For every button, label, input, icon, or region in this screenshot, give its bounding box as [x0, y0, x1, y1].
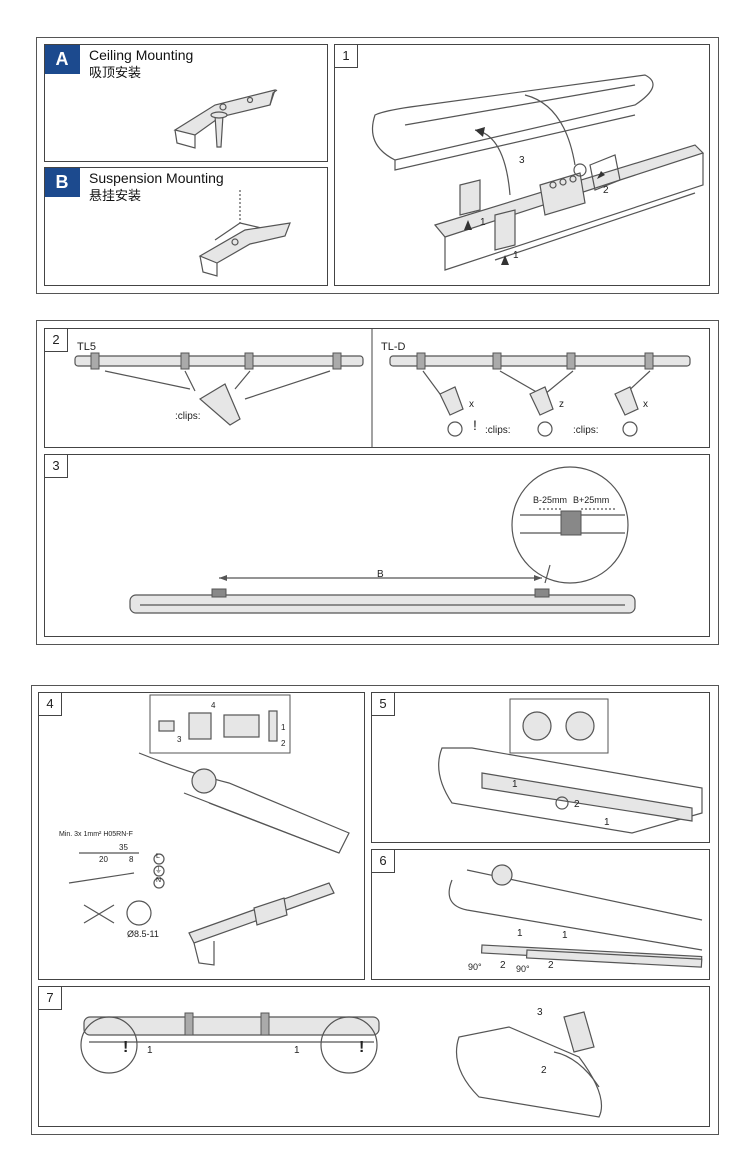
panel-7-illustration — [80, 1011, 603, 1118]
panel-5-number: 5 — [372, 693, 395, 716]
panel-b-title: Suspension Mounting 悬挂安装 — [89, 170, 224, 204]
panel-5-gear-tray: 5 1 1 2 — [371, 692, 710, 843]
panel-4-number: 4 — [39, 693, 62, 716]
panel-6-step-1b: 1 — [562, 930, 568, 941]
label-tl-d: TL-D — [381, 341, 406, 353]
panel-b-title-en: Suspension Mounting — [89, 170, 224, 186]
panel-1-step-3: 3 — [519, 155, 525, 166]
panel-6-angle-2: 90° — [516, 964, 530, 974]
panel-3-illustration — [129, 466, 636, 614]
panel-7-warning-2: ! — [359, 1039, 365, 1056]
panel-6-angle-1: 90° — [468, 962, 482, 972]
panel-5-step-1a: 1 — [512, 779, 518, 790]
panel-2-clips: 2 TL5 TL-D :clips: :clips: :clips: x z x… — [44, 328, 710, 448]
panel-2-number: 2 — [45, 329, 68, 352]
label-clips-tl5: :clips: — [175, 411, 201, 422]
panel-7-close-cover: 7 1 1 2 3 ! ! — [38, 986, 710, 1127]
panel-b-title-zh: 悬挂安装 — [89, 188, 142, 203]
warning-mark: ! — [473, 417, 477, 433]
label-axis-z: z — [559, 399, 564, 410]
suspension-bracket-illustration — [198, 190, 291, 277]
label-axis-x-2: x — [643, 399, 648, 410]
panel-4-wiring: 4 Min. 3x 1mm² H05RN-F 35 20 8 L ⏚ N Ø8.… — [38, 692, 365, 980]
panel-1-step-2: 2 — [603, 185, 609, 196]
label-axis-x-1: x — [469, 399, 474, 410]
panel-5-step-1b: 1 — [604, 817, 610, 828]
panel-1-number: 1 — [335, 45, 358, 68]
panel-6-step-2a: 2 — [500, 960, 506, 971]
label-clips-tld-1: :clips: — [485, 425, 511, 436]
dim-20: 20 — [99, 855, 108, 864]
panel-6-step-1a: 1 — [517, 928, 523, 939]
panel-1-illustration — [371, 74, 705, 271]
cable-diameter: Ø8.5-11 — [127, 929, 159, 939]
inset-step-4: 4 — [211, 701, 216, 710]
panel-1-step-1b: 1 — [513, 250, 519, 261]
panel-6-step-2b: 2 — [548, 960, 554, 971]
panel-a-title-zh: 吸顶安装 — [89, 65, 142, 80]
panel-a-title-en: Ceiling Mounting — [89, 47, 194, 63]
panel-7-step-3: 3 — [537, 1007, 543, 1018]
label-b-plus: B+25mm — [573, 495, 610, 505]
dim-35: 35 — [119, 843, 128, 852]
panel-a-ceiling-mounting: A Ceiling Mounting 吸顶安装 — [44, 44, 328, 162]
label-clips-tld-2: :clips: — [573, 425, 599, 436]
label-tl5: TL5 — [77, 341, 96, 353]
panel-b-suspension-mounting: B Suspension Mounting 悬挂安装 — [44, 167, 328, 286]
inset-step-3: 3 — [177, 735, 182, 744]
panel-b-badge: B — [45, 168, 80, 197]
panel-6-illustration — [448, 864, 703, 968]
terminal-l: L — [156, 853, 160, 860]
label-b-minus: B-25mm — [533, 495, 568, 505]
panel-6-insert-tubes: 6 1 1 2 2 90° 90° — [371, 849, 710, 980]
panel-a-title: Ceiling Mounting 吸顶安装 — [89, 47, 193, 81]
panel-5-step-2: 2 — [574, 799, 580, 810]
inset-step-1: 1 — [281, 723, 286, 732]
panel-4-illustration — [68, 694, 350, 966]
inset-step-2: 2 — [281, 739, 286, 748]
dim-8: 8 — [129, 855, 134, 864]
panel-2-illustration — [74, 329, 691, 447]
panel-1-open-housing: 1 3 1 1 2 — [334, 44, 710, 286]
panel-7-step-1a: 1 — [147, 1045, 153, 1056]
cable-spec: Min. 3x 1mm² H05RN-F — [59, 831, 133, 838]
panel-1-step-1a: 1 — [480, 217, 486, 228]
panel-7-number: 7 — [39, 987, 62, 1010]
panel-7-step-2: 2 — [541, 1065, 547, 1076]
label-b-distance: B — [377, 569, 384, 580]
panel-5-illustration — [438, 698, 703, 834]
terminal-n: N — [156, 877, 162, 884]
terminal-earth: ⏚ — [155, 867, 162, 874]
ceiling-bracket-illustration — [173, 89, 278, 149]
panel-7-warning-1: ! — [123, 1039, 129, 1056]
panel-3-number: 3 — [45, 455, 68, 478]
panel-a-badge: A — [45, 45, 80, 74]
panel-3-bracket-spacing: 3 B B-25mm B+25mm — [44, 454, 710, 637]
panel-7-step-1b: 1 — [294, 1045, 300, 1056]
panel-6-number: 6 — [372, 850, 395, 873]
